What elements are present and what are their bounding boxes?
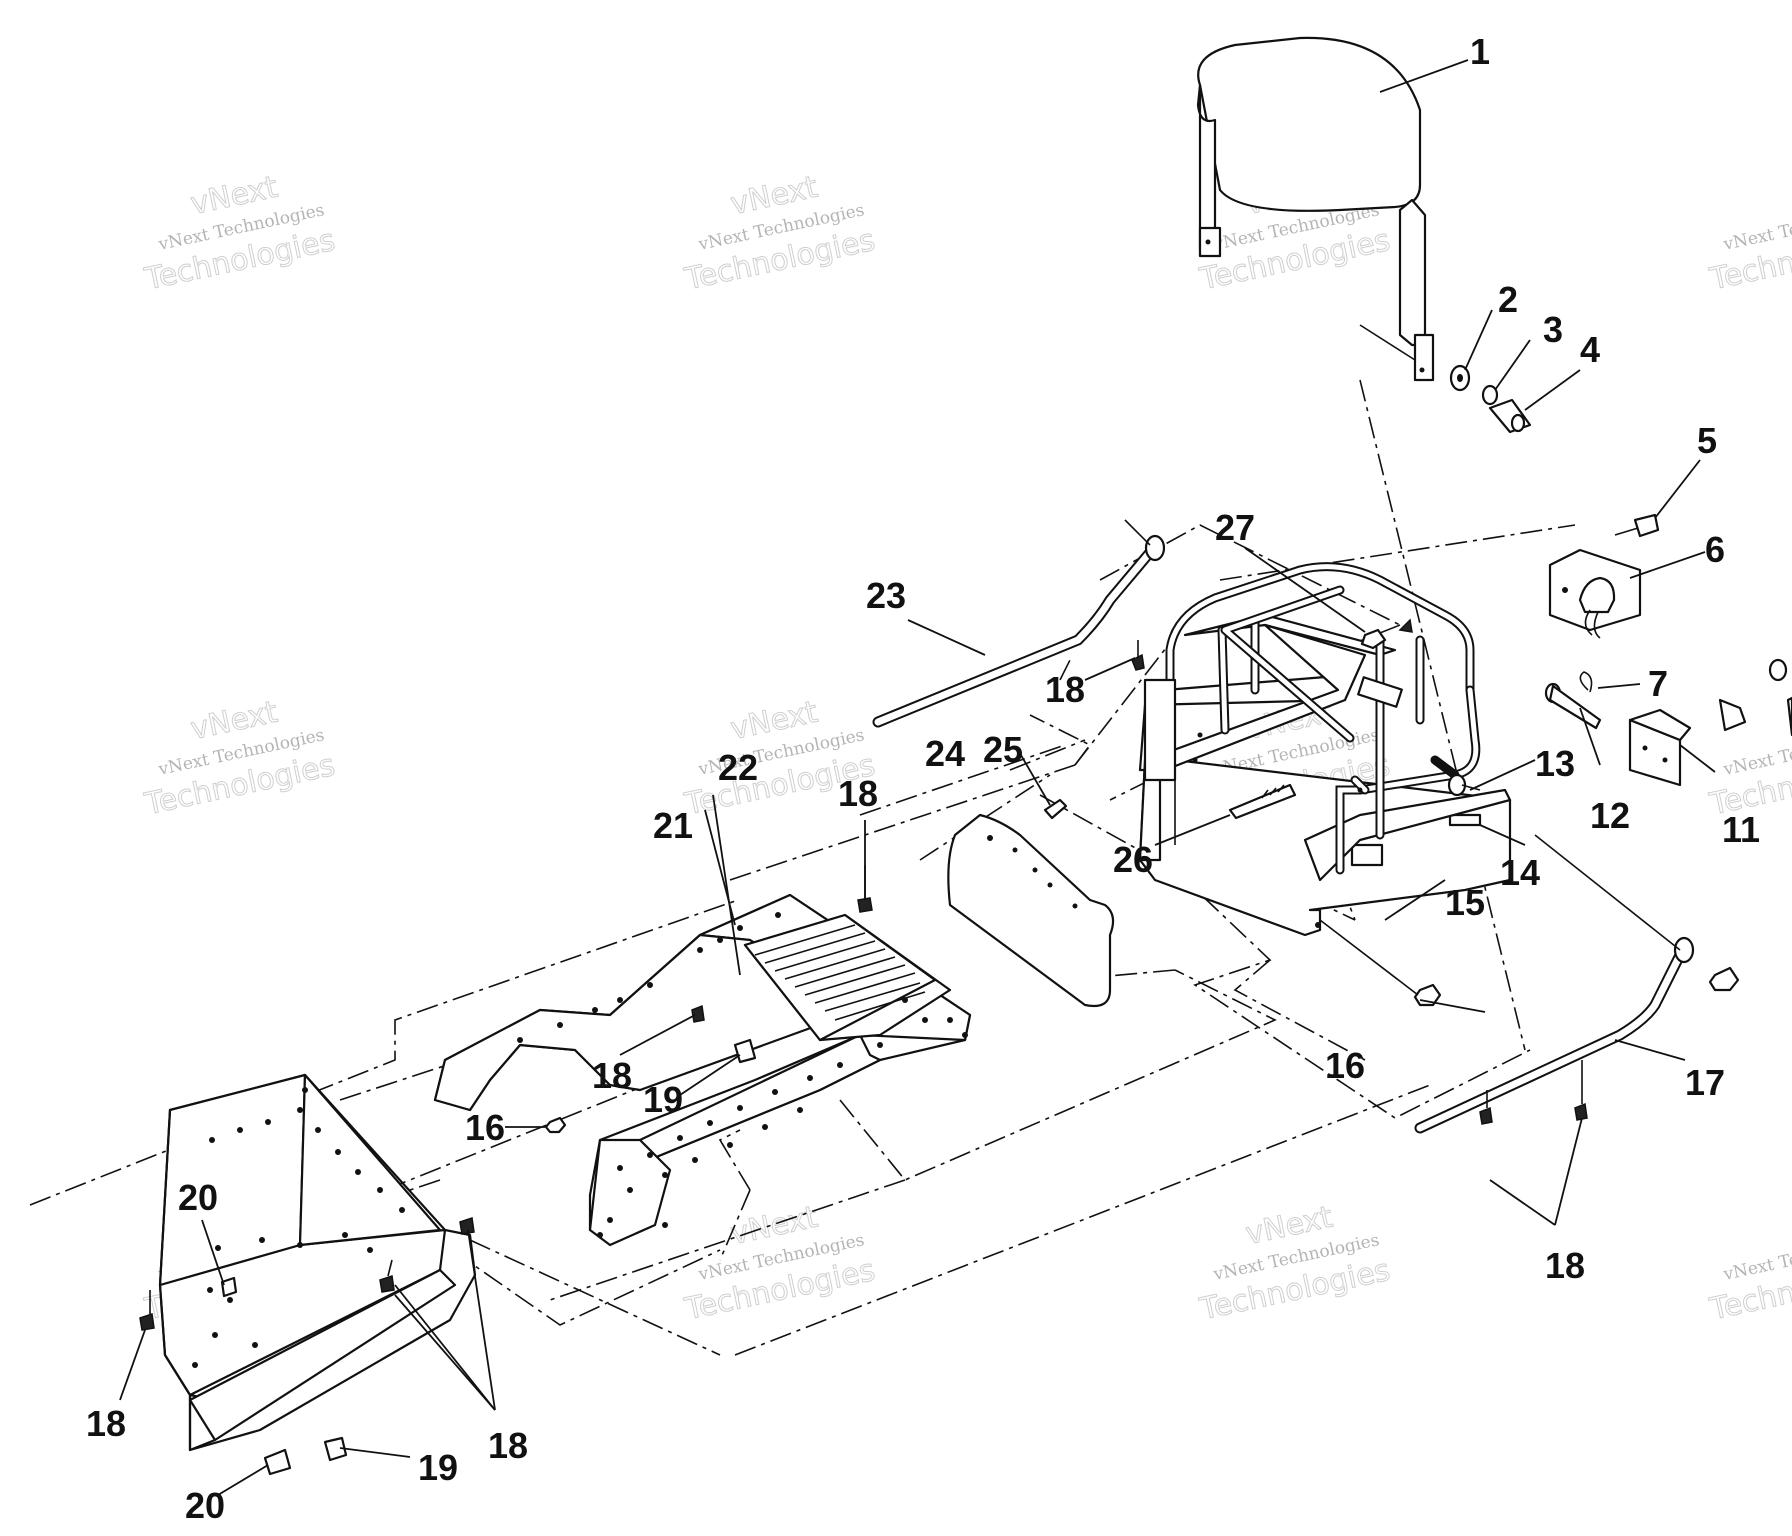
screw-part-5 <box>1614 513 1660 538</box>
nut-part-right <box>1768 658 1792 737</box>
panel-part-24 <box>947 813 1115 1008</box>
nut-part-right-lower <box>1708 966 1740 992</box>
watermark: vNext Technologies Technologies <box>1706 1230 1792 1328</box>
callout-5: 5 <box>1697 420 1717 461</box>
pin-part-25 <box>1043 798 1068 820</box>
watermark: vNext Technologies Technologies vNext <box>141 694 339 823</box>
watermark: vNext Technologies Technologies vNext <box>1196 1199 1394 1328</box>
bolt-part-20-upper <box>220 1276 238 1298</box>
bracket-part-6 <box>1548 548 1642 639</box>
callout-16-left: 16 <box>465 1107 505 1148</box>
rivet-part-18-center <box>691 1004 705 1023</box>
frame-rear-section <box>158 1073 477 1452</box>
callout-21: 21 <box>653 805 693 846</box>
nut-part-16-right <box>1319 919 1442 1007</box>
callout-18-lowright: 18 <box>1545 1245 1585 1286</box>
callout-14: 14 <box>1500 852 1540 893</box>
rod-part-23 <box>872 519 1166 728</box>
washer-part-2 <box>1449 364 1471 392</box>
callout-25: 25 <box>983 729 1023 770</box>
callout-18-mid: 18 <box>838 773 878 814</box>
callout-2: 2 <box>1498 279 1518 320</box>
callout-7: 7 <box>1648 663 1668 704</box>
callout-4: 4 <box>1580 329 1600 370</box>
callout-18-left: 18 <box>86 1403 126 1444</box>
rear-holes <box>192 1087 405 1368</box>
callout-27: 27 <box>1215 507 1255 548</box>
rivet-part-18-upper <box>1131 640 1145 671</box>
callout-20-upper: 20 <box>178 1177 218 1218</box>
callout-13: 13 <box>1535 743 1575 784</box>
callout-22: 22 <box>718 747 758 788</box>
frame-holes <box>517 912 968 1238</box>
grille-part-22 <box>743 913 937 1042</box>
bolt-part-4 <box>1488 398 1532 434</box>
rack-frame-part-27 <box>1138 562 1512 937</box>
rivet-part-18-lowright-1 <box>1479 1090 1493 1125</box>
backrest-part-1 <box>1196 36 1435 382</box>
callout-6: 6 <box>1705 529 1725 570</box>
callout-16-right: 16 <box>1325 1045 1365 1086</box>
lock-washer-part-3 <box>1481 384 1499 406</box>
watermark: vNext Technologies Technologies <box>1706 200 1792 298</box>
screw-part-19-center <box>733 1038 757 1064</box>
callout-19-center: 19 <box>643 1079 683 1120</box>
callout-3: 3 <box>1543 309 1563 350</box>
clevis-pin-part-12 <box>1544 682 1602 730</box>
frame-part-21 <box>433 893 972 1247</box>
callout-12: 12 <box>1590 795 1630 836</box>
bolt-part-20-lower <box>263 1448 292 1476</box>
nut-part-16-left <box>544 1116 567 1134</box>
callout-18-upper: 18 <box>1045 669 1085 710</box>
callout-11: 11 <box>1722 809 1760 850</box>
rivet-part-18-leftcenter-1 <box>379 1259 395 1293</box>
callout-15: 15 <box>1445 882 1485 923</box>
callout-18-center: 18 <box>592 1055 632 1096</box>
callout-17: 17 <box>1685 1062 1725 1103</box>
bolt-part-13 <box>1447 773 1481 797</box>
watermark: vNext Technologies Technologies <box>1706 725 1792 823</box>
callout-1: 1 <box>1470 31 1490 72</box>
hinge-part-11 <box>1628 698 1747 787</box>
nut-part-27 <box>1360 618 1413 650</box>
callout-24: 24 <box>925 733 965 774</box>
watermark: vNext Technologies Technologies vNext <box>141 169 339 298</box>
leader-lines <box>119 59 1716 1496</box>
callout-19-lower: 19 <box>418 1447 458 1488</box>
rivet-part-18-lowright-2 <box>1574 1060 1588 1121</box>
cotter-pin-part-7 <box>1579 671 1593 693</box>
rivet-part-18-leftside <box>139 1290 155 1331</box>
callout-labels: 1 2 3 4 5 6 7 11 12 13 14 15 16 16 17 18… <box>86 31 1760 1526</box>
callout-26: 26 <box>1113 839 1153 880</box>
callout-23: 23 <box>866 575 906 616</box>
callout-18-leftcenter: 18 <box>488 1425 528 1466</box>
screw-part-19-lower <box>323 1436 348 1462</box>
watermark: vNext Technologies Technologies vNext <box>681 169 879 298</box>
callout-20-lower: 20 <box>185 1485 225 1526</box>
rod-part-17 <box>1414 834 1695 1134</box>
rivet-part-18-leftcenter-2 <box>459 1217 475 1235</box>
spring-pin-part-26 <box>1228 783 1297 820</box>
